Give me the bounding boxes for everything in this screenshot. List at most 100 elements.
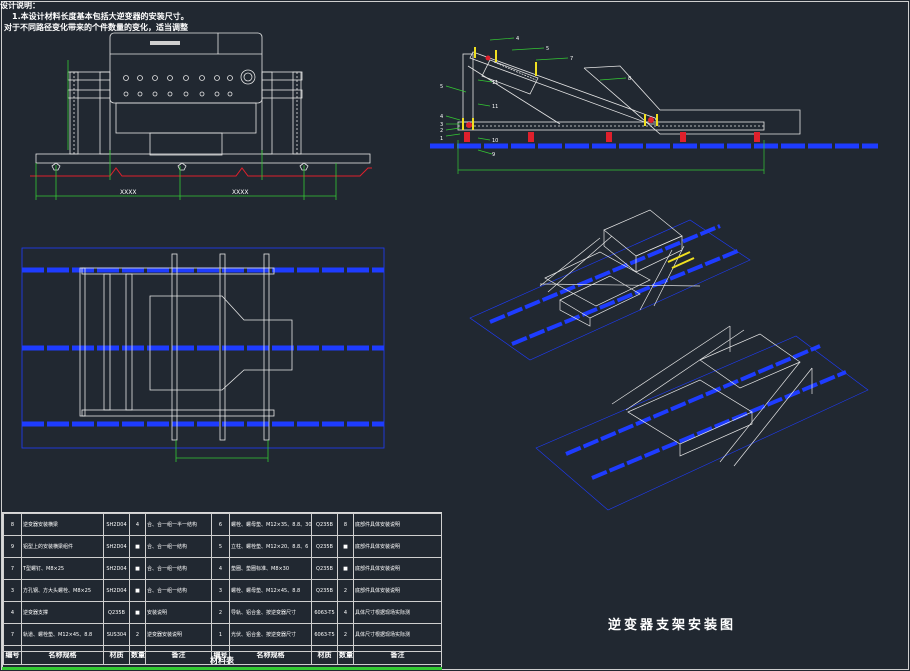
front-dimensions xyxy=(35,60,337,200)
bom-cell: Q235B xyxy=(311,535,338,558)
bom-cell: 2 xyxy=(337,623,354,646)
bom-cell: ■ xyxy=(129,579,146,602)
bom-cell: 4 xyxy=(211,557,230,580)
bom-cell: ■ xyxy=(337,557,354,580)
bom-cell: 导轨、铝合金、按逆变器尺寸 xyxy=(229,601,312,624)
bom-cell: 合、合一组一半一结构 xyxy=(145,513,212,536)
bom-underline xyxy=(2,667,442,670)
bom-cell: 方孔钢、方大头螺栓、M8×25 xyxy=(21,579,104,602)
bom-cell: SUS304 xyxy=(103,623,130,646)
side-post xyxy=(462,53,474,123)
side-fixings xyxy=(464,55,760,142)
callout-4a: 4 xyxy=(440,114,443,120)
bom-cell: Q235B xyxy=(311,579,338,602)
bom-cell: 立柱、螺栓垫、M12×20、8.8、6 xyxy=(229,535,312,558)
callout-9: 9 xyxy=(492,152,495,158)
notes-line-1: 1.本设计材料长度基本包括大逆变器的安装尺寸。 xyxy=(12,12,189,21)
iso-view-1 xyxy=(469,209,751,361)
callout-3: 3 xyxy=(440,122,443,128)
notes-line-2: 对于不同路径变化带来的个件数量的变化，适当调整 xyxy=(4,23,188,32)
ground-line xyxy=(30,167,372,177)
bom-cell: 铝型上的安装横梁组件 xyxy=(21,535,104,558)
inverter-body xyxy=(109,32,263,104)
bom-cell: 底部件具体安装说明 xyxy=(353,557,442,580)
callout-4b: 4 xyxy=(516,36,519,42)
bom-cell: 逆变器支撑 xyxy=(21,601,104,624)
bom-cell: 5 xyxy=(211,535,230,558)
callout-5a: 5 xyxy=(440,84,443,90)
frame-rail-right-top xyxy=(261,71,303,81)
plan-cross-beam-2 xyxy=(125,273,133,411)
callout-2: 2 xyxy=(440,128,443,134)
bom-cell: SH2D04 xyxy=(103,579,130,602)
bom-cell: 底部件具体安装说明 xyxy=(353,579,442,602)
bom-cell: 螺栓、螺母垫、M12×35、8.8、30m xyxy=(229,513,312,536)
plan-view xyxy=(21,247,385,462)
bom-cell: Q235B xyxy=(103,601,130,624)
bom-cell: 垫圈、垫圈标准、M8×30 xyxy=(229,557,312,580)
bom-header-row: 编号 名称规格 材质 数量 备注 编号 名称规格 材质 数量 备注 xyxy=(3,645,442,665)
bom-cell: 4 xyxy=(129,513,146,536)
bom-cell: ■ xyxy=(129,535,146,558)
bom-header: 备注 xyxy=(145,645,212,665)
callout-7: 7 xyxy=(570,56,573,62)
side-incline-beam xyxy=(469,51,659,125)
inverter-connectors xyxy=(123,69,256,97)
callout-1: 1 xyxy=(440,136,443,142)
bom-cell: 安装说明 xyxy=(145,601,212,624)
plan-inverter xyxy=(149,295,293,391)
notes-heading: 设计说明： xyxy=(0,1,40,10)
bom-cell: SH2D04 xyxy=(103,535,130,558)
bom-cell: 逆变器安装说明 xyxy=(145,623,212,646)
base-rail xyxy=(35,153,371,164)
plan-posts xyxy=(171,253,270,441)
callout-10: 10 xyxy=(492,138,498,144)
bom-cell: ■ xyxy=(129,557,146,580)
callout-8: 8 xyxy=(628,76,631,82)
bom-cell: 6063-T5 xyxy=(311,623,338,646)
bom-cell: 8 xyxy=(337,513,354,536)
drawing-title: 逆变器支架安装图 xyxy=(608,618,737,633)
bom-caption: 材料表 xyxy=(2,651,442,669)
bom-cell: 9 xyxy=(3,535,22,558)
dim-label-left: XXXX xyxy=(120,189,136,196)
bom-cell: 8 xyxy=(3,513,22,536)
dim-label-right: XXXX xyxy=(232,189,248,196)
bom-cell: 1 xyxy=(211,623,230,646)
bom-cell: 合、合一组一结构 xyxy=(145,535,212,558)
bom-cell: 螺栓、螺母垫、M12×45、8.8 xyxy=(229,579,312,602)
bom-cell: 合、合一组一结构 xyxy=(145,579,212,602)
bom-cell: 6063-T5 xyxy=(311,601,338,624)
bom-cell: 光伏、铝合金、按逆变器尺寸 xyxy=(229,623,312,646)
side-highlights xyxy=(462,47,658,130)
side-callouts: 1 2 3 4 4 5 5 6 7 8 9 10 11 11 xyxy=(440,36,631,158)
bom-header: 数量 xyxy=(337,645,354,665)
bom-cell: 4 xyxy=(3,601,22,624)
bom-header: 材质 xyxy=(311,645,338,665)
bom-cell: Q235B xyxy=(311,513,338,536)
bom-cell: 6 xyxy=(211,513,230,536)
bom-cell: 2 xyxy=(129,623,146,646)
bom-cell: 合、合一组一结构 xyxy=(145,557,212,580)
bom-cell: 轨道、螺栓垫、M12×45、8.8 xyxy=(21,623,104,646)
bom-cell: 具体尺寸根据现场实际测 xyxy=(353,601,442,624)
bom-cell: ■ xyxy=(129,601,146,624)
front-view xyxy=(30,32,372,200)
iso-view-2 xyxy=(535,325,869,511)
bom-cell: 2 xyxy=(337,579,354,602)
bom-cell: 逆变器安装横梁 xyxy=(21,513,104,536)
bom-cell: 具体尺寸根据现场实际测 xyxy=(353,623,442,646)
bom-header: 编号 xyxy=(3,645,22,665)
callout-11a: 11 xyxy=(492,104,498,110)
inverter-lower xyxy=(115,102,257,134)
